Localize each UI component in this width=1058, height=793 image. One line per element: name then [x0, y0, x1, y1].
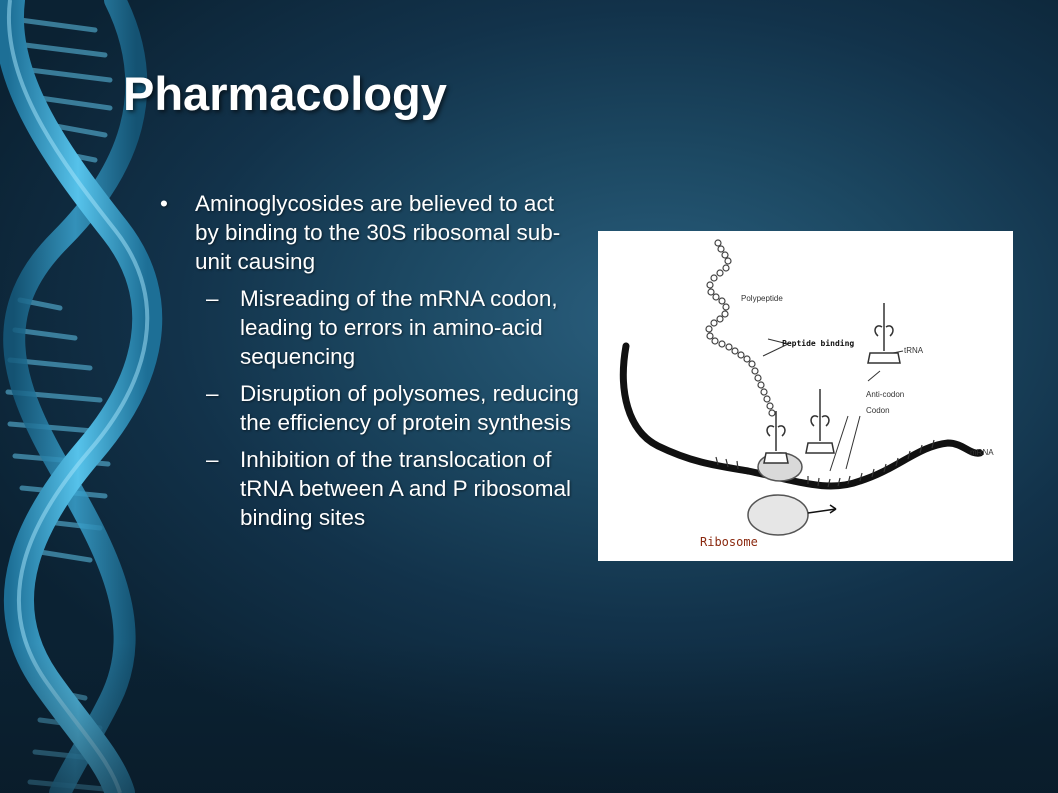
sub-bullet-1: – Misreading of the mRNA codon, leading …	[160, 284, 580, 371]
label-codon: Codon	[866, 406, 890, 415]
sub-bullet-2: – Disruption of polysomes, reducing the …	[160, 379, 580, 437]
sub-bullet-text: Misreading of the mRNA codon, leading to…	[240, 286, 558, 369]
sub-bullet-text: Inhibition of the translocation of tRNA …	[240, 447, 572, 530]
label-peptide-binding: Peptide binding	[782, 338, 854, 348]
ribosome-small-subunit	[747, 494, 809, 536]
bullet-marker: •	[160, 191, 168, 216]
label-anti-codon: Anti-codon	[866, 390, 904, 399]
label-trna: tRNA	[904, 346, 924, 355]
label-polypeptide: Polypeptide	[741, 294, 783, 303]
sub-bullet-marker: –	[206, 447, 219, 472]
sub-bullet-3: – Inhibition of the translocation of tRN…	[160, 445, 580, 532]
slide-body: • Aminoglycosides are believed to act by…	[160, 189, 580, 540]
slide-title: Pharmacology	[123, 67, 447, 120]
polypeptide-chain	[705, 239, 776, 417]
dna-helix-decoration	[0, 0, 163, 793]
sub-bullet-marker: –	[206, 286, 219, 311]
main-bullet-text: Aminoglycosides are believed to act by b…	[195, 191, 561, 274]
label-ribosome: Ribosome	[700, 535, 758, 549]
ribosome-diagram: Polypeptide Peptide binding tRNA Anti-co…	[598, 231, 1013, 561]
trna-molecules	[763, 303, 901, 464]
sub-bullet-marker: –	[206, 381, 219, 406]
mrna-strand	[619, 342, 984, 490]
sub-bullet-text: Disruption of polysomes, reducing the ef…	[240, 381, 579, 435]
label-mrna: mRNA	[970, 448, 994, 457]
main-bullet: • Aminoglycosides are believed to act by…	[160, 189, 580, 276]
